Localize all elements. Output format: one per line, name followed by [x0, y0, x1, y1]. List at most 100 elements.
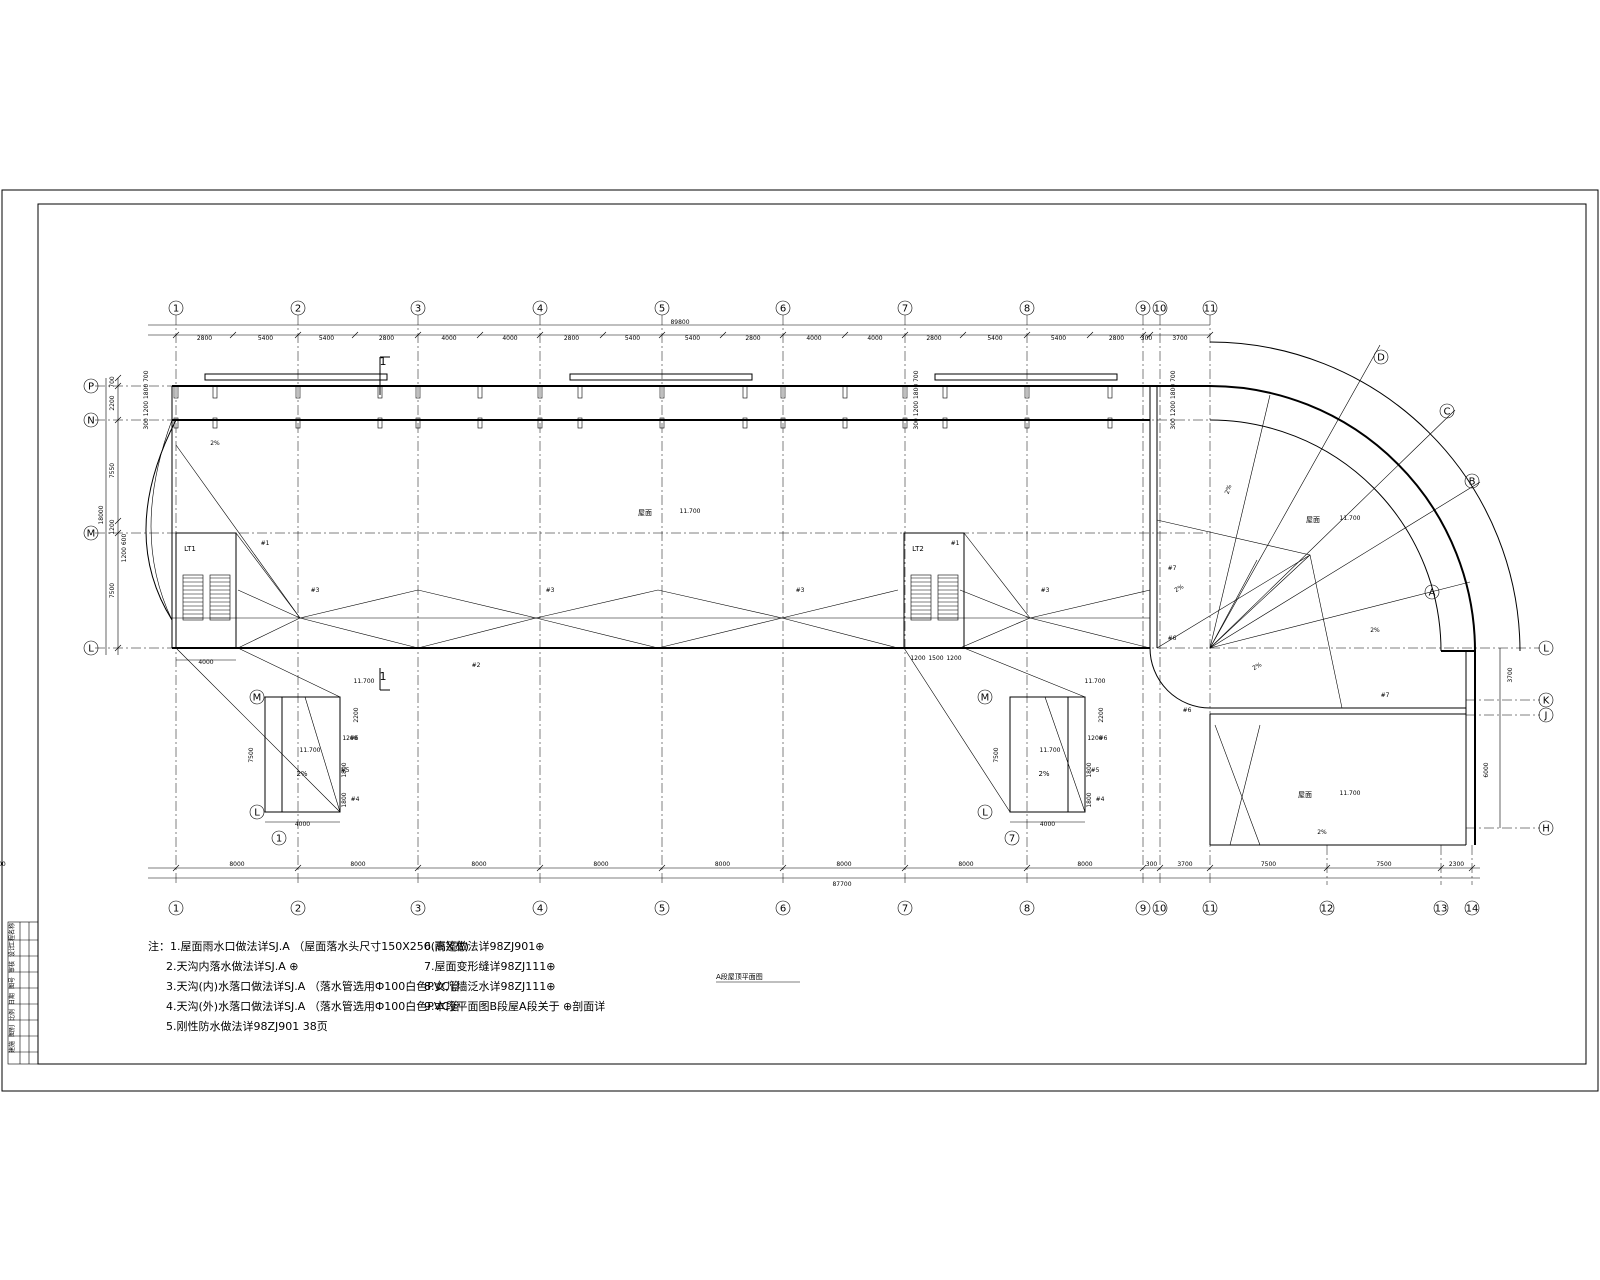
title-block-cell-2: 审核 [8, 961, 16, 973]
slope-5: 2% [1370, 627, 1380, 634]
elevation-mark-2: 11.700 [1340, 790, 1361, 797]
left-dim-2: 7550 [109, 463, 116, 478]
room-label-curved: 屋面 [1306, 516, 1320, 524]
pipe-label-14: #6 [1099, 735, 1108, 742]
bottom-dim-4: 8000 [715, 861, 730, 868]
pipe-label-9: #6 [1183, 707, 1192, 714]
axis-bubble-top-3: 3 [410, 300, 426, 316]
axis-bubble-bottom-11: 11 [1202, 900, 1218, 916]
section-mark-bottom: 1 [380, 670, 387, 683]
bottom-dim-3: 8000 [593, 861, 608, 868]
slope-2: 2% [1224, 484, 1234, 496]
svg-text:M: M [253, 693, 262, 704]
general-notes: 注：1.屋面雨水口做法详SJ.A （屋面落水头尺寸150X250(高X宽) 2.… [148, 939, 605, 1033]
pipe-label-6: #2 [472, 662, 481, 669]
wing-height-0: 7500 [248, 747, 255, 762]
top-dim-8: 5400 [685, 335, 700, 342]
wing-d4-0: 1800 [341, 792, 348, 807]
axis-bubble-left-P: P [83, 378, 99, 394]
svg-text:12: 12 [1321, 904, 1334, 915]
axis-bubble-top-10: 10 [1152, 300, 1168, 316]
svg-text:1: 1 [173, 904, 179, 915]
axis-bubble-radial-C: C [1439, 403, 1455, 419]
axis-bubble-bottom-1: 1 [168, 900, 184, 916]
note-7: 7.屋面变形缝详98ZJ111⊕ [424, 959, 555, 973]
axis-bubble-radial-B: B [1464, 473, 1480, 489]
svg-text:K: K [1543, 696, 1550, 707]
pipe-label-0: #1 [261, 540, 270, 547]
left-dim-4: 7500 [109, 583, 116, 598]
axis-bubble-top-4: 4 [532, 300, 548, 316]
top-dim-15: 2800 [1109, 335, 1124, 342]
svg-text:1: 1 [276, 834, 282, 845]
svg-text:6: 6 [780, 904, 786, 915]
pipe-label-15: #5 [1091, 767, 1100, 774]
svg-text:L: L [254, 808, 260, 819]
title-block-cell-7: 建施 [8, 1041, 16, 1053]
slope-wing-left: 2% [296, 770, 307, 778]
slope-wing-right: 2% [1038, 770, 1049, 778]
top-dim-7: 5400 [625, 335, 640, 342]
svg-text:5: 5 [659, 904, 665, 915]
axis-bubble-left-L: L [83, 640, 99, 656]
title-block-cell-5: 比例 [8, 1009, 16, 1021]
wing-d1-1: 2200 [1098, 707, 1105, 722]
note-5: 5.刚性防水做法详98ZJ901 38页 [166, 1019, 328, 1033]
bottom-dim-2: 8000 [471, 861, 486, 868]
title-block-cell-3: 图号 [9, 977, 16, 989]
slope-4: 2% [1251, 661, 1263, 672]
pipe-label-12: #5 [341, 767, 350, 774]
axis-bubble-bottom-2: 2 [290, 900, 306, 916]
axis-bubble-bottom-12: 12 [1319, 900, 1335, 916]
svg-text:P: P [88, 382, 94, 393]
stair-dim-right-0: 1200 [910, 655, 925, 662]
wing-d3-0: 1800 [341, 762, 348, 777]
svg-text:9: 9 [1140, 304, 1146, 315]
svg-text:8: 8 [1024, 304, 1030, 315]
axis-bubble-top-6: 6 [775, 300, 791, 316]
pipe-label-8: #6 [1168, 635, 1177, 642]
svg-text:H: H [1542, 824, 1550, 835]
axis-bubble-bottom-8: 8 [1019, 900, 1035, 916]
svg-text:13: 13 [1435, 904, 1448, 915]
top-dim-5: 4000 [502, 335, 517, 342]
room-label-main: 屋面 [638, 509, 652, 517]
svg-text:10: 10 [1154, 904, 1167, 915]
svg-text:2: 2 [295, 904, 301, 915]
bottom-total-dim: 87700 [832, 881, 851, 888]
axis-bubble-top-11: 11 [1202, 300, 1218, 316]
axis-bubble-top-1: 1 [168, 300, 184, 316]
stair-dim-left: 4000 [198, 659, 213, 666]
svg-text:10: 10 [1154, 304, 1167, 315]
axis-bubble-radial-D: D [1373, 349, 1389, 365]
svg-text:M: M [87, 529, 96, 540]
top-dim-0: 2800 [197, 335, 212, 342]
svg-text:L: L [982, 808, 988, 819]
axis-bubble-left-M: M [83, 525, 99, 541]
mid-rotated-dim-a: 300 1200 1800 700 [913, 370, 920, 429]
note-1: 注：1.屋面雨水口做法详SJ.A （屋面落水头尺寸150X250(高X宽) [148, 939, 469, 953]
stair-label-lt1: LT1 [184, 545, 196, 553]
wing-d4-1: 1800 [1086, 792, 1093, 807]
note-3: 3.天沟(内)水落口做法详SJ.A （落水管选用Ф100白色PVC管 [166, 979, 460, 993]
axis-bubble-left-N: N [83, 412, 99, 428]
bottom-dim-7: 8000 [1077, 861, 1092, 868]
svg-text:11: 11 [1204, 904, 1217, 915]
left-rotated-dim-b: 1200 600 [121, 534, 128, 563]
svg-text:4: 4 [537, 304, 543, 315]
top-dim-11: 4000 [867, 335, 882, 342]
pipe-label-5: #3 [1041, 587, 1050, 594]
right-rotated-dim-a: 300 1200 1800 700 [1170, 370, 1177, 429]
room-label-right: 屋面 [1298, 791, 1312, 799]
axis-bubble-top-8: 8 [1019, 300, 1035, 316]
note-6: 6.雨篷做法详98ZJ901⊕ [424, 939, 544, 953]
bottom-dim-9: 3700 [1177, 861, 1192, 868]
axis-bubble-bottom-6: 6 [775, 900, 791, 916]
wing-d3-1: 1800 [1086, 762, 1093, 777]
axis-bubble-right-K: K [1538, 692, 1554, 708]
right-dim-0: 3700 [1507, 667, 1514, 682]
svg-text:7: 7 [902, 904, 908, 915]
left-rotated-dim-a: 300 1200 1800 700 [143, 370, 150, 429]
axis-bubble-wing-4: L [977, 804, 993, 820]
